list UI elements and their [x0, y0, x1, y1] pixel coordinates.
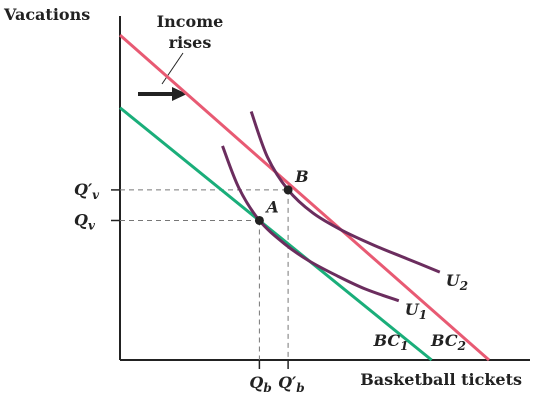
indifference-curves — [221, 111, 441, 303]
label-bc2: BC2 — [430, 331, 466, 353]
label-u1: U1 — [405, 300, 427, 322]
x-tick-label-B: Q′b — [278, 373, 305, 395]
axes: Vacations Basketball tickets — [3, 5, 530, 389]
indifference-curve-u1 — [221, 145, 400, 303]
indifference-curve-u2 — [249, 111, 441, 274]
optimum-label-B: B — [294, 167, 309, 186]
budget-line-bc1 — [119, 106, 433, 362]
label-u2: U2 — [446, 271, 468, 293]
income-annotation: Income rises — [138, 12, 223, 101]
budget-line-bc2 — [119, 33, 490, 362]
optimum-label-A: A — [264, 197, 278, 216]
x-axis-label: Basketball tickets — [360, 370, 522, 389]
optimum-point-B — [283, 185, 293, 195]
optimum-point-A — [254, 215, 264, 225]
x-tick-label-A: Qb — [249, 373, 271, 395]
annotation-line-2: rises — [169, 33, 212, 52]
dashed-guides — [111, 189, 289, 369]
y-tick-label-A: Qv — [74, 210, 96, 232]
y-tick-label-B: Q′v — [74, 180, 100, 202]
y-axis-label: Vacations — [3, 5, 90, 24]
optimal-points — [254, 185, 293, 225]
annotation-leader-line — [161, 52, 184, 85]
label-bc1: BC1 — [373, 331, 409, 353]
shift-arrow-icon — [138, 87, 187, 101]
budget-constraints — [119, 33, 490, 362]
annotation-line-1: Income — [157, 12, 224, 31]
